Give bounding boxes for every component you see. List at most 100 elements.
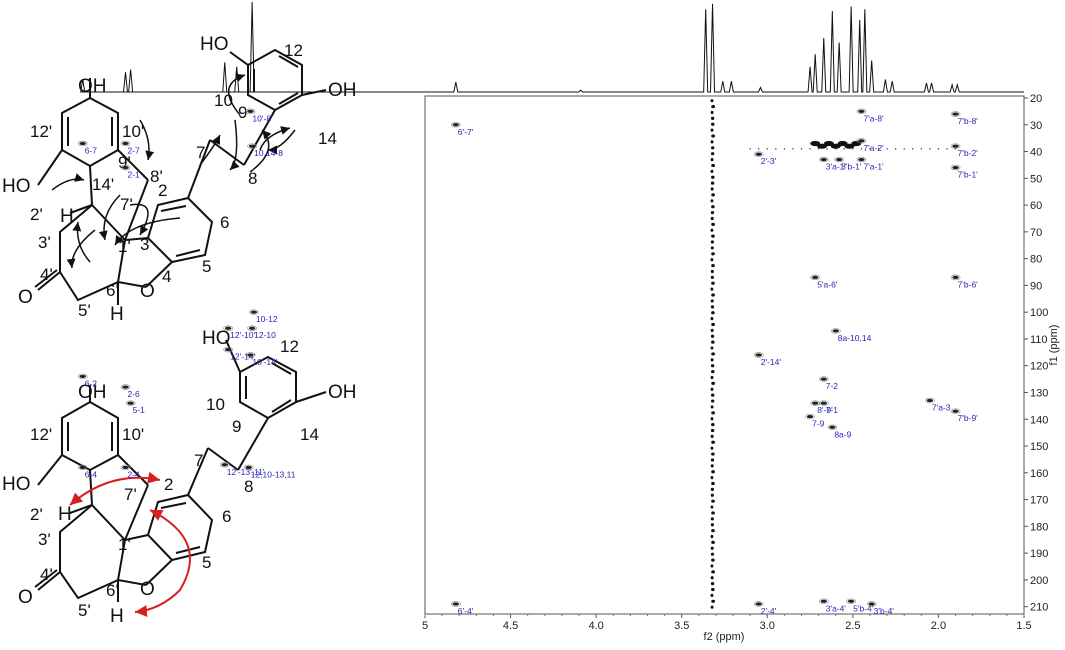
peak-contour bbox=[952, 409, 959, 413]
solvent-artifact bbox=[710, 534, 714, 539]
solvent-artifact bbox=[920, 148, 923, 150]
solvent-artifact bbox=[711, 252, 715, 256]
peak-contour bbox=[835, 157, 843, 162]
structure-top-labels: HO 12 OH 10 9 14 7 8 OH 12' 10' 9' 8' HO… bbox=[2, 34, 357, 325]
atom-label: 7' bbox=[124, 485, 137, 504]
atom-label: 12 bbox=[280, 337, 299, 356]
peak-contour-outer bbox=[247, 143, 258, 149]
peak-contour-outer bbox=[830, 328, 841, 334]
solvent-artifact bbox=[711, 281, 715, 285]
peak-contour bbox=[248, 326, 256, 330]
peak-label: 7'b-1' bbox=[958, 170, 979, 180]
solvent-artifact bbox=[711, 599, 715, 603]
y-tick-label: 100 bbox=[1030, 307, 1048, 319]
peak-contour bbox=[952, 166, 959, 170]
peak-label: 7'a-1' bbox=[863, 162, 884, 172]
solvent-artifact bbox=[851, 140, 862, 147]
y-tick-label: 140 bbox=[1030, 414, 1048, 426]
peak-contour bbox=[832, 329, 839, 333]
atom-label: 12' bbox=[30, 425, 52, 444]
peak-contour-outer bbox=[753, 352, 764, 358]
peak: 2-4 bbox=[120, 464, 140, 479]
atom-label: HO bbox=[202, 328, 231, 349]
peak-contour bbox=[806, 414, 814, 419]
solvent-artifact bbox=[710, 216, 714, 221]
peak: 7'b-1' bbox=[950, 164, 979, 180]
peak-contour-outer bbox=[856, 138, 867, 144]
peak-contour-outer bbox=[950, 111, 961, 117]
y-axis: 2030405060708090100110120130140150160170… bbox=[1024, 93, 1048, 614]
solvent-artifact bbox=[903, 148, 905, 150]
peak: 7'a-2' bbox=[856, 138, 884, 153]
peak-contour-outer bbox=[856, 156, 867, 163]
solvent-artifact bbox=[710, 187, 714, 191]
peak: 7'b-6' bbox=[950, 274, 978, 289]
solvent-artifact bbox=[710, 505, 714, 509]
peak-contour bbox=[79, 465, 86, 470]
peak-contour bbox=[812, 275, 819, 279]
peak-contour-outer bbox=[245, 352, 256, 358]
solvent-artifact bbox=[711, 369, 715, 374]
solvent-artifact bbox=[711, 423, 715, 427]
peak-contour bbox=[122, 141, 129, 146]
solvent-artifact bbox=[937, 148, 940, 150]
solvent-artifact bbox=[886, 148, 888, 150]
peak-contour-outer bbox=[810, 274, 821, 281]
atom-label: 9 bbox=[232, 417, 241, 436]
solvent-artifact bbox=[711, 322, 715, 327]
peak-label: 7'a-3 bbox=[932, 403, 951, 413]
solvent-artifact bbox=[710, 316, 714, 321]
solvent-artifact bbox=[711, 511, 715, 515]
atom-label: OH bbox=[328, 382, 357, 403]
peak: 12-10 bbox=[247, 325, 276, 340]
atom-label: HO bbox=[2, 176, 31, 197]
peak: 2'-14' bbox=[753, 352, 781, 367]
solvent-artifact bbox=[710, 564, 714, 568]
solvent-artifact bbox=[711, 440, 715, 444]
atom-label: 9 bbox=[238, 103, 247, 122]
peak-contour bbox=[224, 326, 232, 330]
atom-label: 2' bbox=[30, 505, 43, 524]
peak: 7'a-8' bbox=[856, 108, 884, 123]
atom-label: 10 bbox=[214, 91, 233, 110]
atom-label: 5' bbox=[78, 601, 91, 620]
solvent-artifact bbox=[710, 116, 715, 120]
peak: 12'-10' bbox=[223, 325, 256, 340]
atom-label: 14 bbox=[300, 425, 319, 444]
solvent-artifact bbox=[710, 464, 714, 468]
peak: 2-7 bbox=[120, 140, 140, 156]
peak-contour bbox=[122, 465, 129, 470]
peak: 6'-4' bbox=[450, 601, 474, 616]
peak-contour-outer bbox=[450, 122, 461, 128]
peak-label: 7-9 bbox=[812, 419, 825, 429]
solvent-artifact bbox=[711, 470, 715, 474]
atom-label: OH bbox=[78, 382, 107, 403]
peak-contour-outer bbox=[125, 400, 136, 406]
peak-contour bbox=[247, 109, 254, 113]
peak-label: 7'a-8' bbox=[863, 113, 884, 123]
atom-label: 4' bbox=[40, 565, 53, 584]
peak: 8'-9' bbox=[810, 400, 833, 415]
peak-contour-outer bbox=[247, 325, 258, 331]
atom-label: 1' bbox=[118, 535, 131, 554]
peak-contour-outer bbox=[827, 424, 838, 430]
peak-contour bbox=[820, 377, 827, 381]
atom-label: 7 bbox=[196, 143, 205, 162]
peak-contour bbox=[755, 152, 762, 156]
solvent-artifact bbox=[823, 140, 834, 147]
peak-label: 12'-14' bbox=[230, 352, 255, 362]
y-tick-label: 70 bbox=[1030, 227, 1042, 239]
peak-contour-outer bbox=[219, 462, 230, 468]
atom-label: 2' bbox=[30, 205, 43, 224]
peak-label: 6'-7' bbox=[458, 127, 474, 137]
atom-label: 5 bbox=[202, 257, 211, 276]
peak: 7'a-1' bbox=[856, 156, 884, 172]
solvent-artifact bbox=[710, 287, 714, 291]
peak-label: 10-12 bbox=[256, 314, 278, 324]
peak-contour-outer bbox=[856, 108, 867, 115]
y-tick-label: 180 bbox=[1030, 521, 1048, 533]
solvent-artifact bbox=[817, 148, 820, 150]
solvent-artifact bbox=[710, 552, 715, 556]
solvent-artifact bbox=[710, 181, 715, 185]
